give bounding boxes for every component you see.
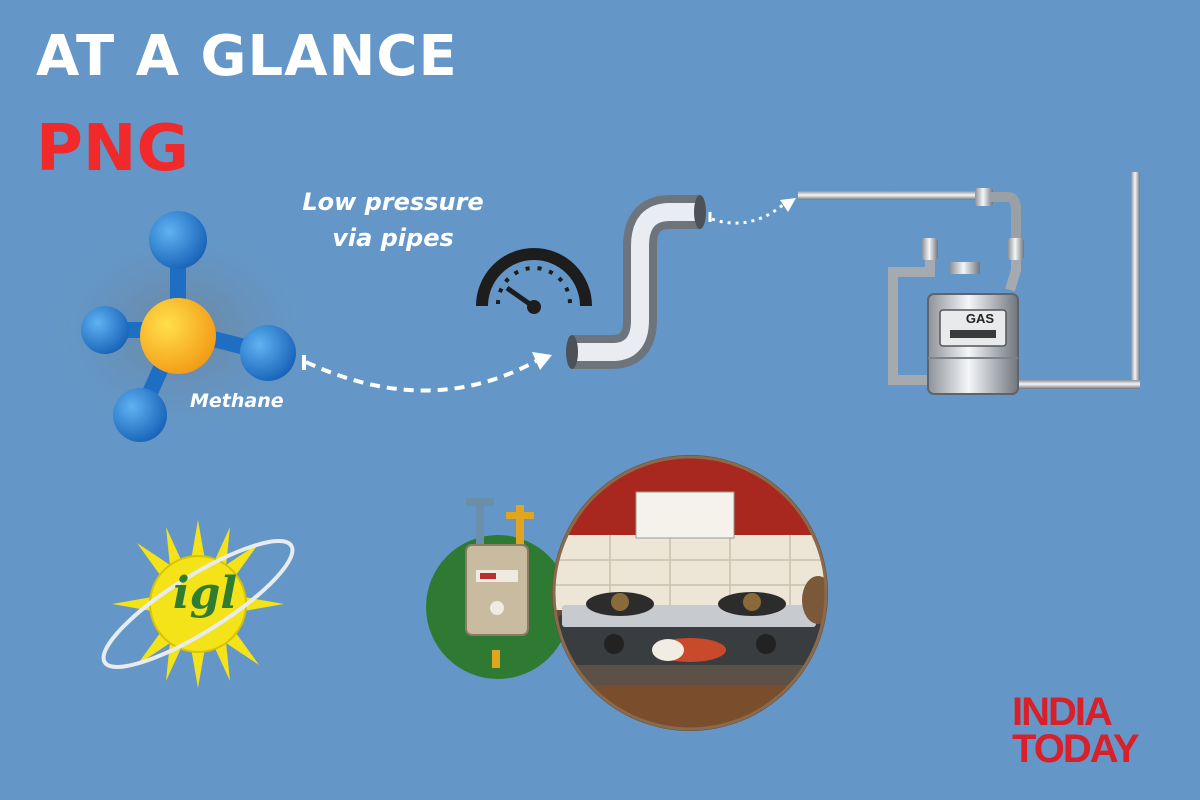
meter-badge-icon <box>426 498 570 679</box>
india-today-logo: INDIA TODAY <box>1012 690 1172 771</box>
gas-meter-label: GAS <box>965 311 995 326</box>
gas-meter-icon <box>798 172 1140 395</box>
igl-sun-logo-icon <box>101 520 295 688</box>
dotted-arrow-icon <box>708 198 796 225</box>
methane-molecule-icon <box>30 210 330 450</box>
pressure-gauge-icon <box>476 248 592 314</box>
methane-caption: Methane <box>190 390 284 412</box>
steel-pipe-icon <box>566 195 706 369</box>
page-title: AT A GLANCE <box>36 24 458 89</box>
brand-line-1: INDIA <box>1012 690 1113 734</box>
pressure-caption: Low pressure via pipes <box>302 188 484 252</box>
brand-line-2: TODAY <box>1012 727 1140 771</box>
igl-logo-text: igl <box>172 568 238 619</box>
kitchen-stove-icon <box>552 455 828 731</box>
page-subtitle: PNG <box>36 112 189 186</box>
dashed-arrow-icon <box>302 352 552 393</box>
